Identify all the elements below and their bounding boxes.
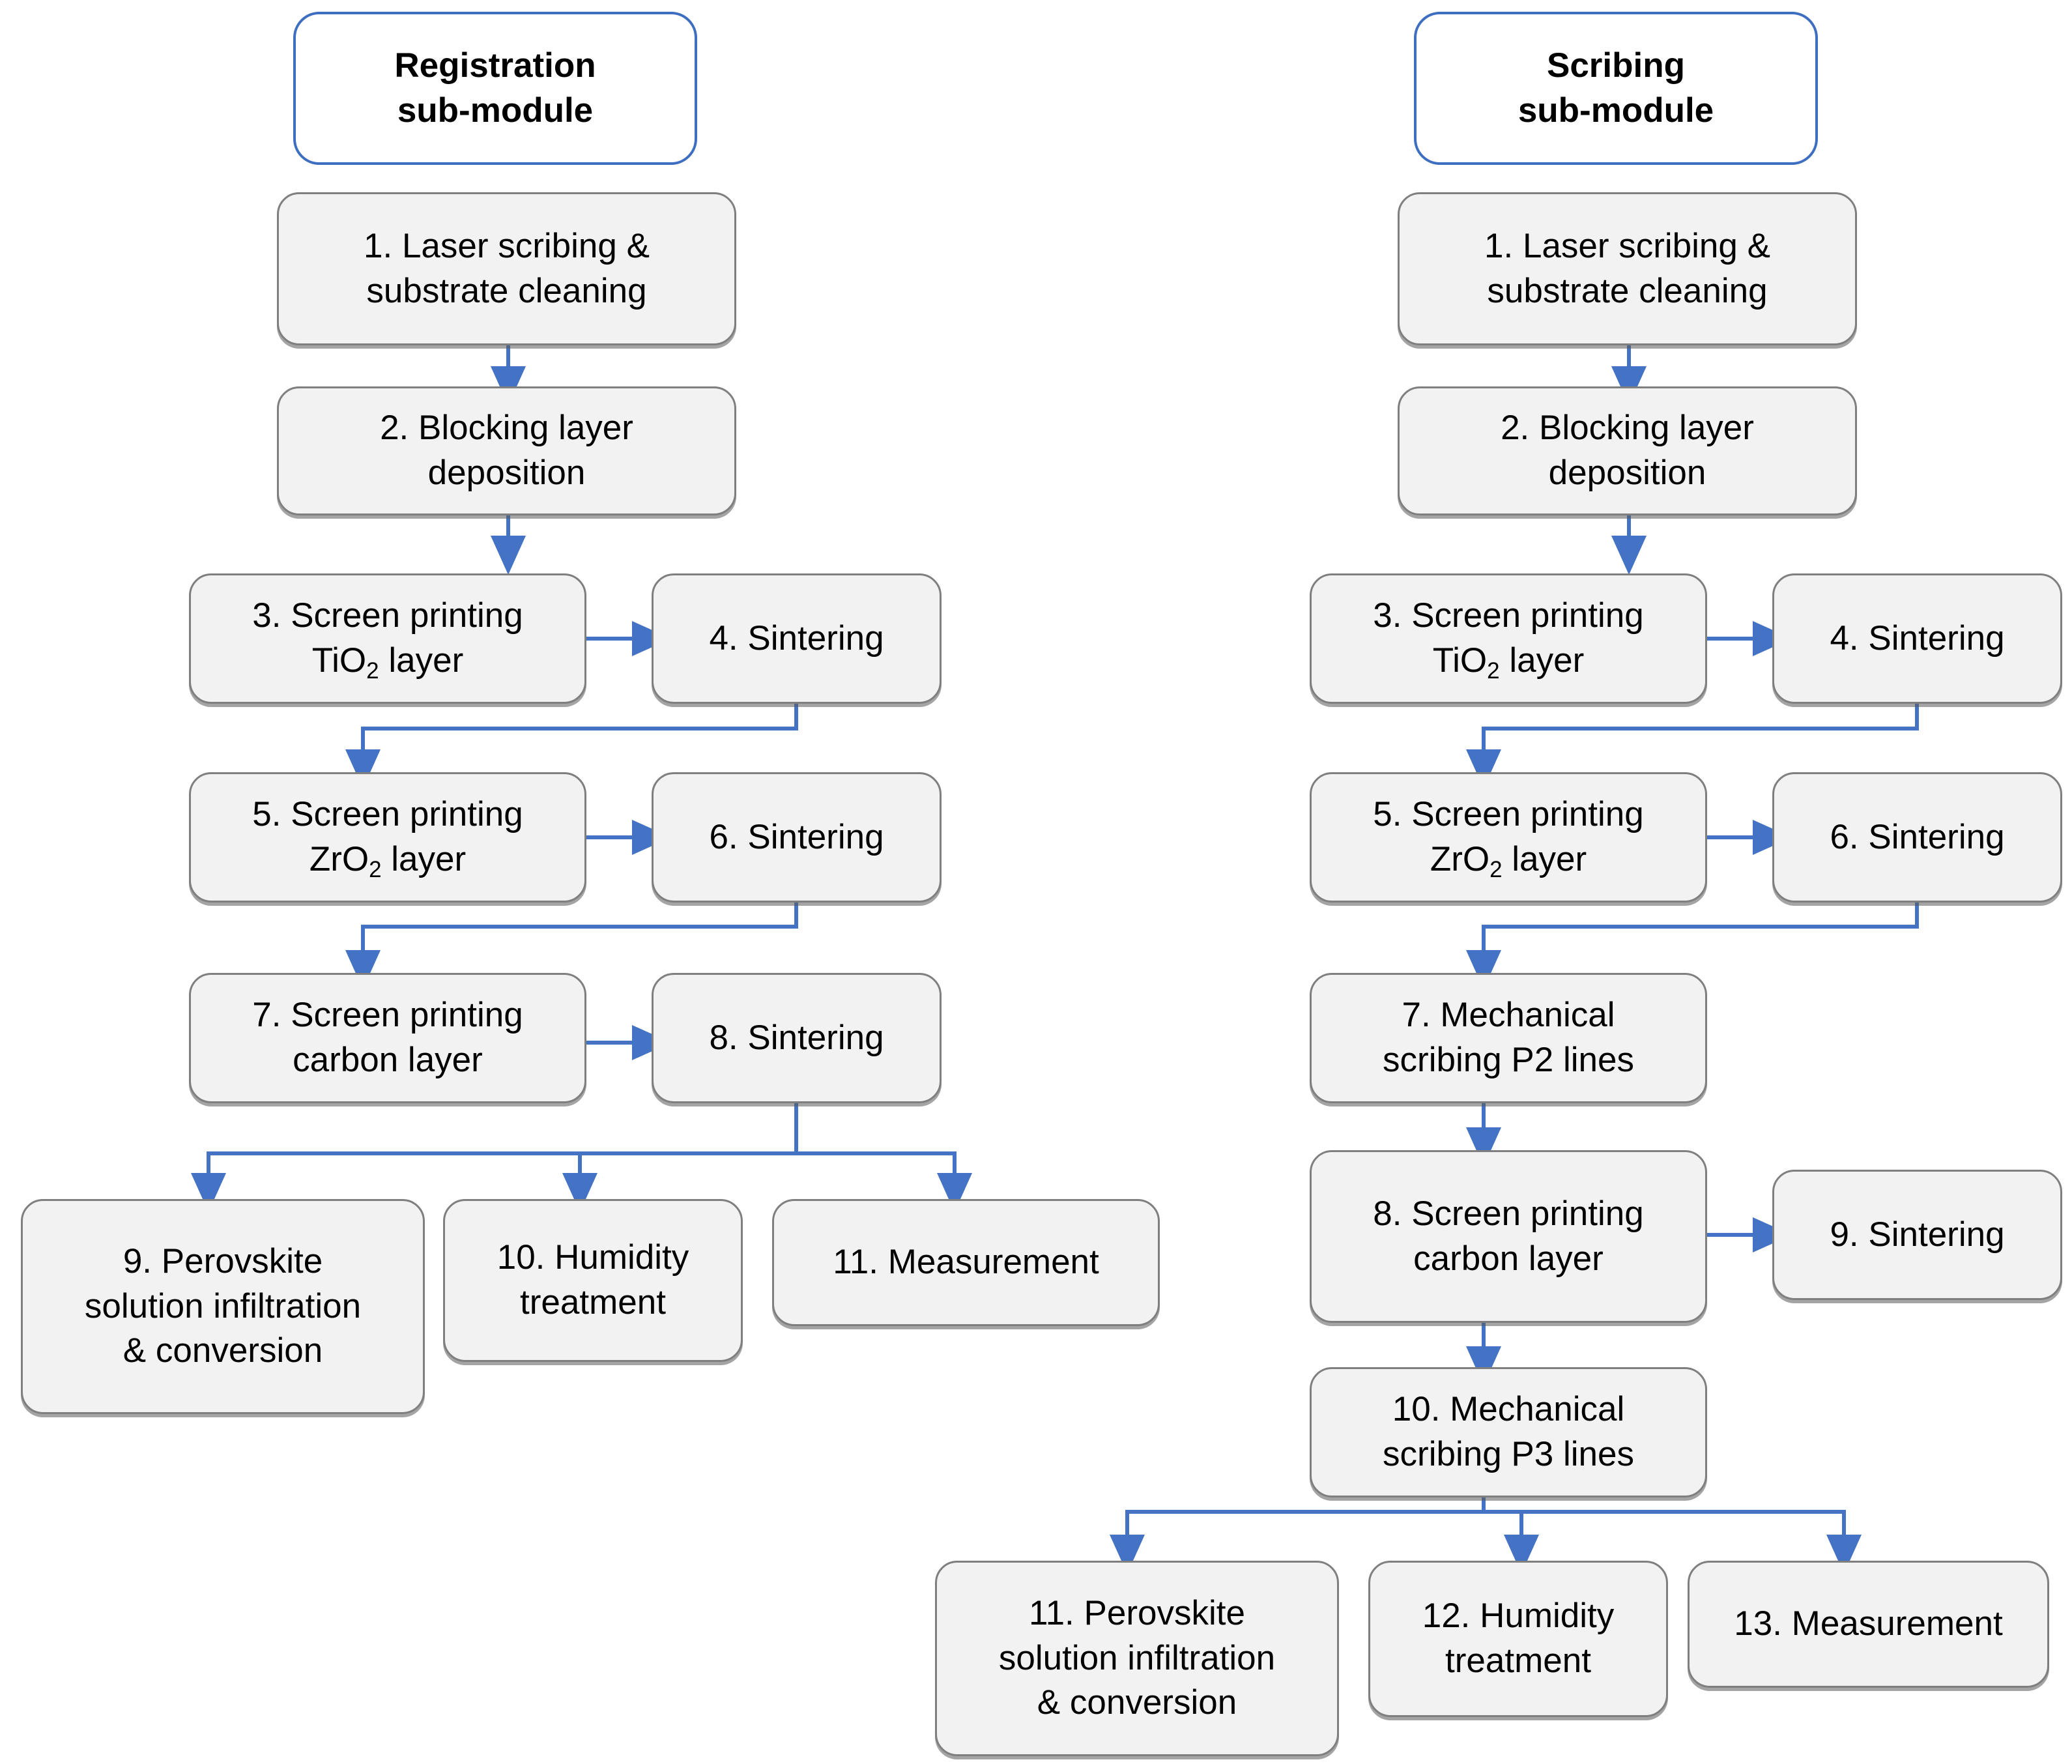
node-reg-7-label: 7. Screen printing carbon layer [252,996,523,1079]
node-reg-2[interactable]: 2. Blocking layer deposition [277,386,736,515]
node-reg-6[interactable]: 6. Sintering [652,772,942,903]
node-scr-9[interactable]: 9. Sintering [1772,1170,2062,1300]
node-reg-7[interactable]: 7. Screen printing carbon layer [189,973,586,1103]
node-scr-13-label: 13. Measurement [1734,1604,2003,1643]
node-scr-12[interactable]: 12. Humidity treatment [1368,1561,1668,1717]
node-scr-1[interactable]: 1. Laser scribing & substrate cleaning [1398,192,1857,345]
header-scribing-sub-module: Scribing sub-module [1414,12,1818,165]
edge-reg8-reg11 [794,1095,972,1212]
node-scr-13[interactable]: 13. Measurement [1688,1561,2049,1688]
node-scr-2[interactable]: 2. Blocking layer deposition [1398,386,1857,515]
node-reg-4-label: 4. Sintering [709,618,884,658]
edge-reg8-reg10 [562,1095,798,1212]
node-reg-8[interactable]: 8. Sintering [652,973,942,1103]
node-reg-11[interactable]: 11. Measurement [772,1199,1160,1326]
node-scr-12-label: 12. Humidity treatment [1422,1597,1615,1680]
node-reg-4[interactable]: 4. Sintering [652,573,942,704]
node-reg-8-label: 8. Sintering [709,1018,884,1057]
node-scr-10[interactable]: 10. Mechanical scribing P3 lines [1310,1367,1707,1497]
node-scr-9-label: 9. Sintering [1830,1215,2005,1254]
node-scr-8-label: 8. Screen printing carbon layer [1373,1194,1644,1278]
header-registration-sub-module: Registration sub-module [293,12,697,165]
node-scr-1-label: 1. Laser scribing & substrate cleaning [1484,226,1770,310]
node-reg-9[interactable]: 9. Perovskite solution infiltration & co… [21,1199,425,1414]
node-scr-6-label: 6. Sintering [1830,817,2005,856]
node-scr-4[interactable]: 4. Sintering [1772,573,2062,704]
node-scr-4-label: 4. Sintering [1830,618,2005,658]
node-reg-10[interactable]: 10. Humidity treatment [443,1199,743,1362]
node-scr-11-label: 11. Perovskite solution infiltration & c… [998,1593,1276,1722]
node-scr-8[interactable]: 8. Screen printing carbon layer [1310,1150,1707,1323]
node-reg-6-label: 6. Sintering [709,817,884,856]
node-scr-6[interactable]: 6. Sintering [1772,772,2062,903]
node-scr-11[interactable]: 11. Perovskite solution infiltration & c… [935,1561,1339,1756]
node-reg-10-label: 10. Humidity treatment [496,1238,689,1322]
node-reg-11-label: 11. Measurement [833,1243,1099,1282]
node-reg-9-label: 9. Perovskite solution infiltration & co… [84,1241,362,1370]
header-registration-label: Registration sub-module [394,46,596,130]
node-reg-2-label: 2. Blocking layer deposition [380,409,633,492]
node-scr-7[interactable]: 7. Mechanical scribing P2 lines [1310,973,1707,1103]
node-reg-1[interactable]: 1. Laser scribing & substrate cleaning [277,192,736,345]
node-scr-7-label: 7. Mechanical scribing P2 lines [1383,996,1634,1079]
node-scr-2-label: 2. Blocking layer deposition [1501,409,1754,492]
node-scr-10-label: 10. Mechanical scribing P3 lines [1383,1390,1634,1473]
edge-reg8-reg9 [191,1095,798,1212]
node-reg-1-label: 1. Laser scribing & substrate cleaning [364,226,650,310]
header-scribing-label: Scribing sub-module [1518,46,1714,130]
